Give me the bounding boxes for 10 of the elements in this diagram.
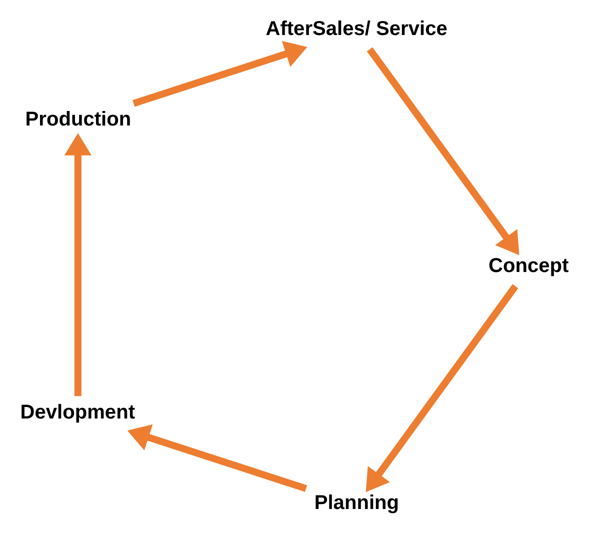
arrow <box>132 40 308 106</box>
arrow <box>366 46 520 255</box>
node-text: Production <box>25 108 132 130</box>
node-text: Planning <box>314 491 400 514</box>
node-text: AfterSales/ Service <box>266 18 448 40</box>
arrow <box>64 132 92 396</box>
arrow <box>127 424 308 492</box>
arrow <box>366 284 518 492</box>
node-text: Concept <box>488 254 569 277</box>
node-text: Devlopment <box>20 400 136 423</box>
